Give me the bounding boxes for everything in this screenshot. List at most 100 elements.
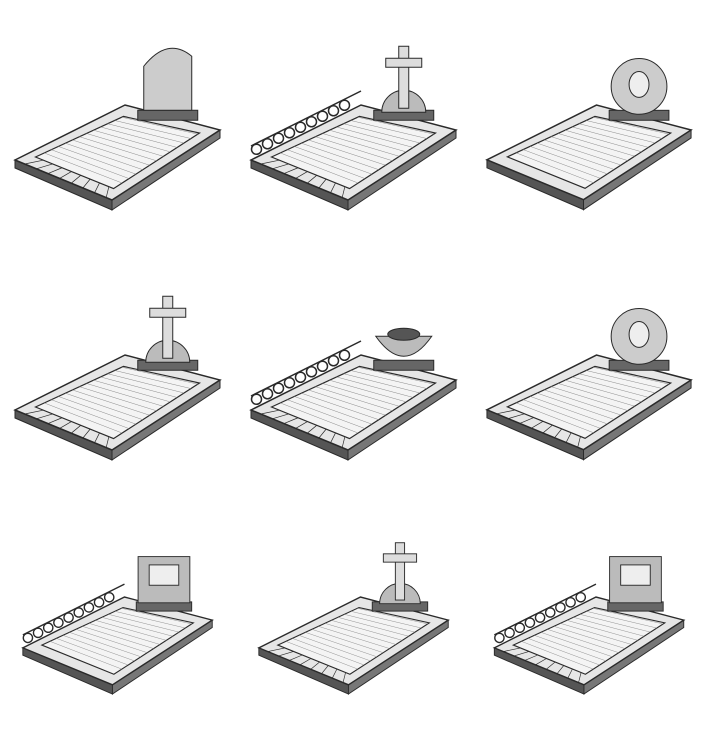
hatch-line	[121, 116, 198, 135]
hatch-line	[579, 373, 656, 394]
round-stele	[143, 47, 193, 111]
hatch-line	[44, 152, 123, 184]
hatch-line	[114, 120, 191, 139]
hatch-line	[558, 133, 635, 157]
hatch-line	[530, 146, 608, 175]
portrait	[628, 320, 650, 348]
fence-rail	[494, 583, 597, 636]
paving-line	[542, 424, 553, 434]
hatch-line	[544, 139, 622, 166]
paving-line	[332, 668, 338, 679]
hatch-line	[58, 396, 136, 425]
hatch-line	[592, 608, 664, 625]
hatch-line	[350, 611, 422, 629]
grave-bed	[269, 115, 438, 190]
monument-sketch	[472, 0, 707, 250]
hatch-line	[72, 389, 150, 416]
hatch-line	[107, 373, 185, 394]
hatch-line	[305, 632, 377, 658]
hatch-line	[331, 620, 403, 641]
hatch-line	[294, 396, 372, 425]
fence-curl	[250, 393, 263, 405]
paving-line	[283, 167, 299, 174]
fence-curl	[504, 627, 515, 639]
hatch-line	[108, 614, 180, 633]
fence-curl	[327, 105, 340, 117]
portrait	[628, 70, 650, 98]
paving-line	[272, 163, 289, 170]
hatch-line	[343, 123, 421, 144]
hatch-line	[516, 152, 594, 184]
paving-line	[577, 436, 581, 448]
fence-curl	[261, 138, 274, 150]
hatch-line	[58, 146, 136, 175]
cross-bar	[149, 307, 187, 318]
fence-curl	[338, 349, 351, 361]
paving-line	[299, 658, 312, 666]
grave-bed	[33, 115, 202, 190]
paving-line	[82, 428, 91, 439]
hatch-line	[579, 123, 656, 144]
hatch-line	[553, 626, 626, 649]
hatch-line	[337, 617, 409, 637]
hatch-line	[322, 133, 400, 157]
paving-line	[318, 428, 327, 439]
hatch-line	[322, 383, 400, 407]
fence-curl	[283, 127, 296, 139]
hatch-line	[566, 620, 638, 641]
hatch-line	[121, 366, 198, 385]
fence-curl	[514, 622, 526, 634]
fence-curl	[83, 602, 95, 613]
fence-curl	[250, 143, 263, 155]
paving-line	[307, 425, 317, 434]
hatch-line	[51, 149, 130, 179]
monument-sketch	[236, 500, 472, 731]
hatch-line	[308, 389, 386, 416]
hatch-line	[93, 379, 171, 403]
hatch-line	[294, 146, 372, 175]
paving-line	[546, 661, 556, 670]
paving-line	[295, 171, 308, 179]
hatch-line	[121, 608, 192, 625]
hatch-line	[357, 116, 434, 135]
hatch-line	[100, 376, 178, 398]
hatch-line	[86, 383, 164, 407]
fence-curl	[534, 612, 546, 623]
paving-line	[260, 159, 280, 165]
hatch-line	[65, 392, 143, 420]
grave-bed	[40, 606, 195, 675]
paving-line	[36, 163, 53, 170]
hatch-line	[287, 399, 366, 429]
monument-sketch	[0, 0, 236, 250]
hatch-line	[516, 402, 594, 434]
hatch-line	[530, 396, 608, 425]
hatch-line	[49, 641, 122, 670]
monument-sketch	[236, 0, 472, 250]
hatch-line	[285, 641, 358, 670]
fence-curl	[93, 597, 105, 608]
hatch-line	[324, 623, 397, 645]
paving-line	[524, 654, 538, 661]
hatch-line	[287, 149, 366, 179]
flowers	[387, 327, 421, 341]
hatch-line	[315, 136, 393, 162]
hatch-line	[551, 386, 628, 411]
hatch-line	[336, 376, 414, 398]
monument-sketch	[472, 500, 707, 731]
hatch-line	[586, 370, 663, 389]
hatch-line	[523, 399, 601, 429]
paving-line	[330, 432, 336, 443]
grave-bed	[511, 606, 667, 675]
hatch-line	[51, 399, 130, 429]
paving-line	[105, 436, 110, 448]
fence-curl	[272, 132, 285, 144]
hatch-line	[534, 635, 607, 662]
fence-curl	[565, 597, 576, 608]
monument-cross-icon	[13, 295, 222, 461]
fence-curl	[555, 602, 566, 613]
paving-line	[295, 421, 308, 429]
paving-line	[310, 661, 320, 670]
paving-line	[94, 432, 100, 443]
cross-post	[394, 542, 406, 601]
